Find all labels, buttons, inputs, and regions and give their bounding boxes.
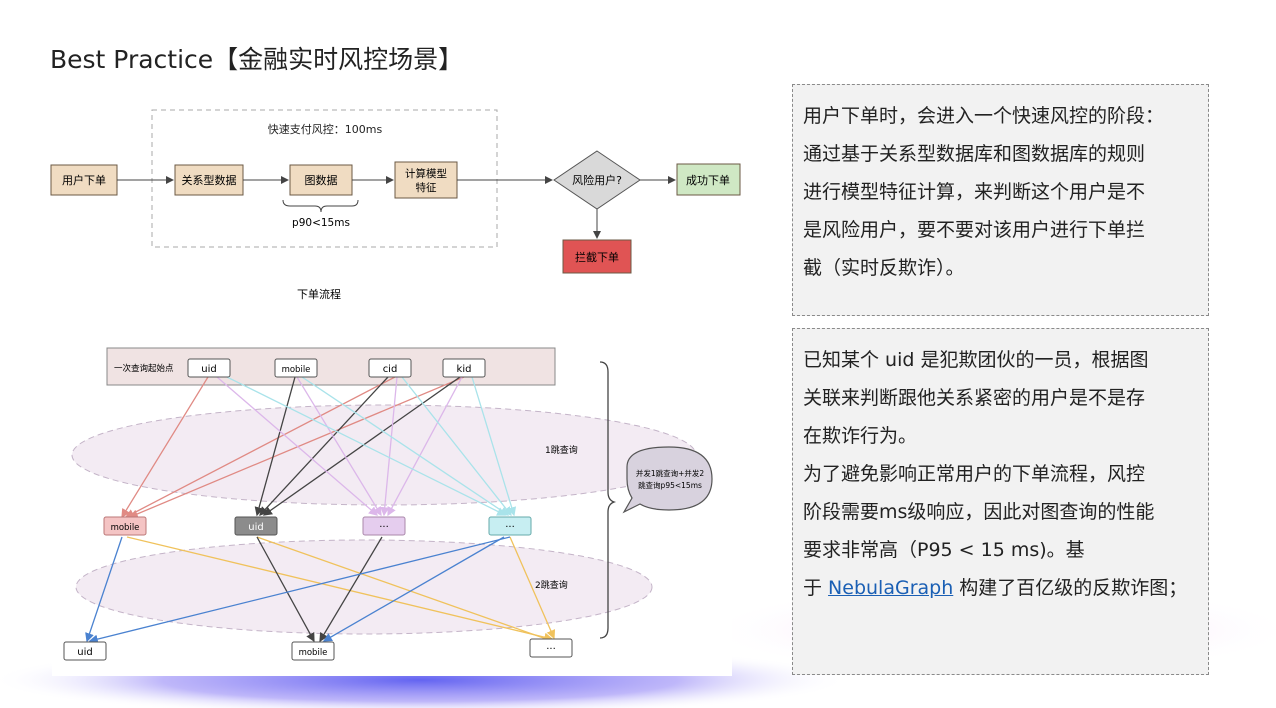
svg-text:···: ··· — [379, 522, 389, 533]
note-order-risk: 用户下单时，会进入一个快速风控的阶段： 通过基于关系型数据库和图数据库的规则 进… — [792, 84, 1209, 316]
hop1-label: 1跳查询 — [545, 444, 578, 456]
node-block-label: 拦截下单 — [575, 250, 619, 264]
svg-text:···: ··· — [505, 522, 515, 533]
order-flow-diagram: 快速支付风控：100ms 用户下单 关系型数据 图数据 计算模型 特征 风险用户… — [50, 109, 741, 301]
note2-last-suffix: 构建了百亿级的反欺诈图； — [953, 577, 1188, 599]
svg-text:跳查询p95<15ms: 跳查询p95<15ms — [638, 480, 702, 490]
note2-last-prefix: 于 — [803, 577, 829, 599]
note2-line: 在欺诈行为。 — [803, 425, 918, 447]
node-graph-label: 图数据 — [305, 173, 338, 187]
node-block — [562, 239, 632, 274]
svg-text:mobile: mobile — [282, 365, 311, 375]
note2-line: 要求非常高（P95 < 15 ms)。基 — [803, 539, 1085, 561]
start-band — [106, 347, 556, 386]
note1-line: 进行模型特征计算，来判断这个用户是不 — [803, 181, 1146, 203]
svg-text:···: ··· — [546, 644, 556, 655]
note2-last-line: 于 NebulaGraph 构建了百亿级的反欺诈图； — [803, 569, 1198, 607]
node-success-label: 成功下单 — [686, 174, 730, 187]
bottom-node-uid: uid — [63, 641, 107, 661]
hop2-ellipse — [75, 539, 653, 635]
mid-node-cyan: ··· — [488, 516, 532, 536]
node-compute — [394, 161, 458, 199]
top-node-kid: kid — [442, 358, 486, 378]
hop2-label: 2跳查询 — [535, 579, 568, 591]
top-node-uid: uid — [187, 358, 231, 378]
svg-text:uid: uid — [201, 364, 216, 375]
page-title: Best Practice【金融实时风控场景】 — [50, 45, 464, 74]
svg-text:mobile: mobile — [299, 648, 328, 658]
note1-line: 用户下单时，会进入一个快速风控的阶段： — [803, 105, 1165, 127]
node-risk-label: 风险用户? — [572, 173, 622, 187]
note2-line: 关联来判断跟他关系紧密的用户是不是存 — [803, 387, 1146, 409]
mid-node-mobile: mobile — [103, 516, 147, 536]
node-relational — [174, 164, 244, 196]
bottom-node-more: ··· — [529, 638, 573, 658]
note2-line: 为了避免影响正常用户的下单流程，风控 — [803, 463, 1146, 485]
svg-text:mobile: mobile — [111, 523, 140, 533]
mid-node-uid: uid — [234, 516, 278, 536]
svg-text:uid: uid — [77, 647, 92, 658]
node-relational-label: 关系型数据 — [182, 173, 237, 187]
node-success — [676, 163, 741, 196]
graph-query-diagram: 1跳查询 2跳查询 一次查询起始点 uid mob — [52, 332, 732, 676]
hop2-edges — [85, 536, 556, 644]
svg-text:并发1跳查询+并发2: 并发1跳查询+并发2 — [636, 468, 705, 478]
node-user-order-label: 用户下单 — [62, 173, 106, 187]
top-node-cid: cid — [368, 358, 412, 378]
bottom-node-mobile: mobile — [291, 641, 335, 661]
node-compute-label-2: 特征 — [416, 182, 437, 194]
svg-text:cid: cid — [383, 364, 398, 375]
mid-node-purple: ··· — [362, 516, 406, 536]
top-node-mobile: mobile — [274, 358, 318, 378]
note2-line: 阶段需要ms级响应，因此对图查询的性能 — [803, 501, 1155, 523]
node-graph — [289, 164, 353, 196]
note1-line: 截（实时反欺诈）。 — [803, 257, 965, 279]
start-label: 一次查询起始点 — [114, 363, 174, 374]
latency-bubble: 并发1跳查询+并发2 跳查询p95<15ms — [622, 446, 713, 514]
latency-label: p90<15ms — [292, 217, 350, 229]
flow-caption: 下单流程 — [297, 287, 341, 301]
fast-risk-box — [151, 109, 498, 248]
node-compute-label-1: 计算模型 — [405, 167, 447, 180]
node-user-order — [50, 164, 118, 196]
note1-line: 通过基于关系型数据库和图数据库的规则 — [803, 143, 1146, 165]
note1-line: 是风险用户，要不要对该用户进行下单拦 — [803, 219, 1146, 241]
hop1-edges — [121, 376, 517, 519]
right-brace — [599, 361, 617, 639]
nebulagraph-link[interactable]: NebulaGraph — [828, 577, 954, 599]
svg-text:uid: uid — [248, 522, 263, 533]
note-fraud-graph: 已知某个 uid 是犯欺团伙的一员，根据图 关联来判断跟他关系紧密的用户是不是存… — [792, 328, 1209, 675]
svg-text:kid: kid — [457, 364, 472, 375]
latency-brace — [282, 199, 359, 213]
note2-line: 已知某个 uid 是犯欺团伙的一员，根据图 — [803, 349, 1149, 371]
fast-risk-label: 快速支付风控：100ms — [268, 122, 383, 136]
